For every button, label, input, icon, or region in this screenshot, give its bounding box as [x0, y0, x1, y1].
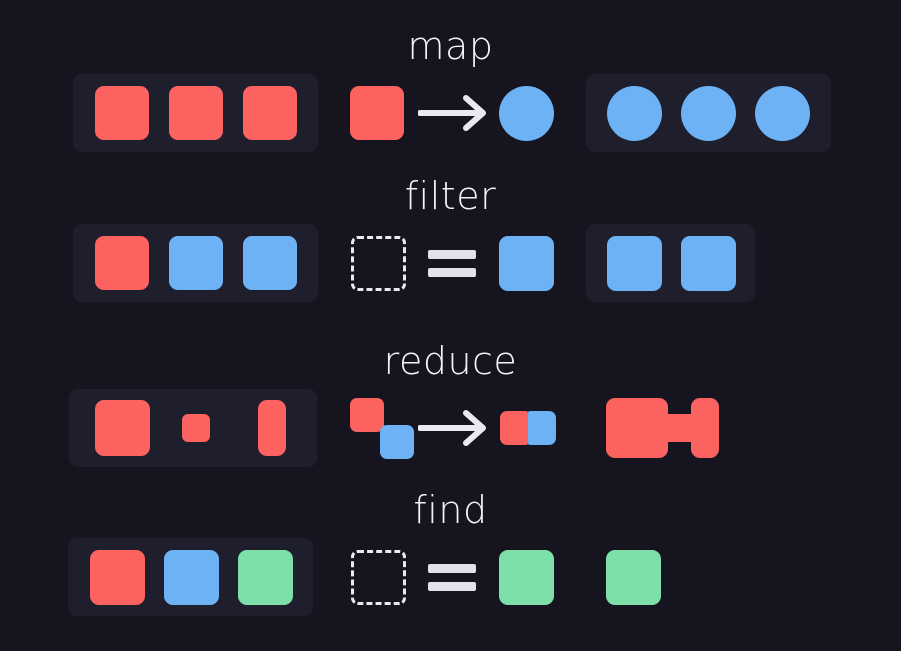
row-label-map: map: [407, 24, 494, 68]
map-operator-source: [350, 86, 404, 140]
reduce-input-item-1: [95, 400, 150, 456]
filter-placeholder-square: [351, 236, 406, 291]
arrow-right-icon: [418, 94, 492, 132]
fused-segment-tall: [691, 398, 719, 458]
filter-input-item-3: [243, 236, 297, 290]
reduce-input-item-2: [182, 414, 210, 442]
map-output-item-1: [607, 86, 662, 141]
map-input-item-2: [169, 86, 223, 140]
map-input-item-3: [243, 86, 297, 140]
equals-icon: [428, 250, 476, 277]
map-input-item-1: [95, 86, 149, 140]
find-match-square: [499, 550, 554, 605]
row-find: find: [0, 464, 901, 629]
filter-match-square: [499, 236, 554, 291]
row-map: map: [0, 0, 901, 165]
reduce-operator-source-b: [380, 425, 414, 459]
filter-output-item-2: [681, 236, 736, 291]
filter-input-item-1: [95, 236, 149, 290]
find-input-item-2: [164, 550, 219, 605]
reduce-operator-target-a: [500, 411, 528, 445]
map-output-item-3: [755, 86, 810, 141]
row-filter: filter: [0, 150, 901, 315]
reduce-input-item-3: [258, 400, 286, 456]
reduce-operator-target-b: [528, 411, 556, 445]
find-placeholder-square: [351, 550, 406, 605]
find-output-item-1: [606, 550, 661, 605]
row-label-find: find: [413, 488, 488, 532]
row-label-reduce: reduce: [383, 339, 518, 383]
filter-input-item-2: [169, 236, 223, 290]
row-label-filter: filter: [404, 174, 497, 218]
arrow-right-icon: [418, 409, 492, 447]
row-reduce: reduce: [0, 315, 901, 480]
fused-segment-large: [606, 398, 668, 458]
reduce-output-fused-shape: [606, 398, 719, 458]
map-operator-target: [499, 86, 554, 141]
find-input-item-3: [238, 550, 293, 605]
equals-icon: [428, 564, 476, 591]
map-output-item-2: [681, 86, 736, 141]
filter-output-item-1: [607, 236, 662, 291]
find-input-item-1: [90, 550, 145, 605]
reduce-operator-source-a: [350, 398, 384, 432]
